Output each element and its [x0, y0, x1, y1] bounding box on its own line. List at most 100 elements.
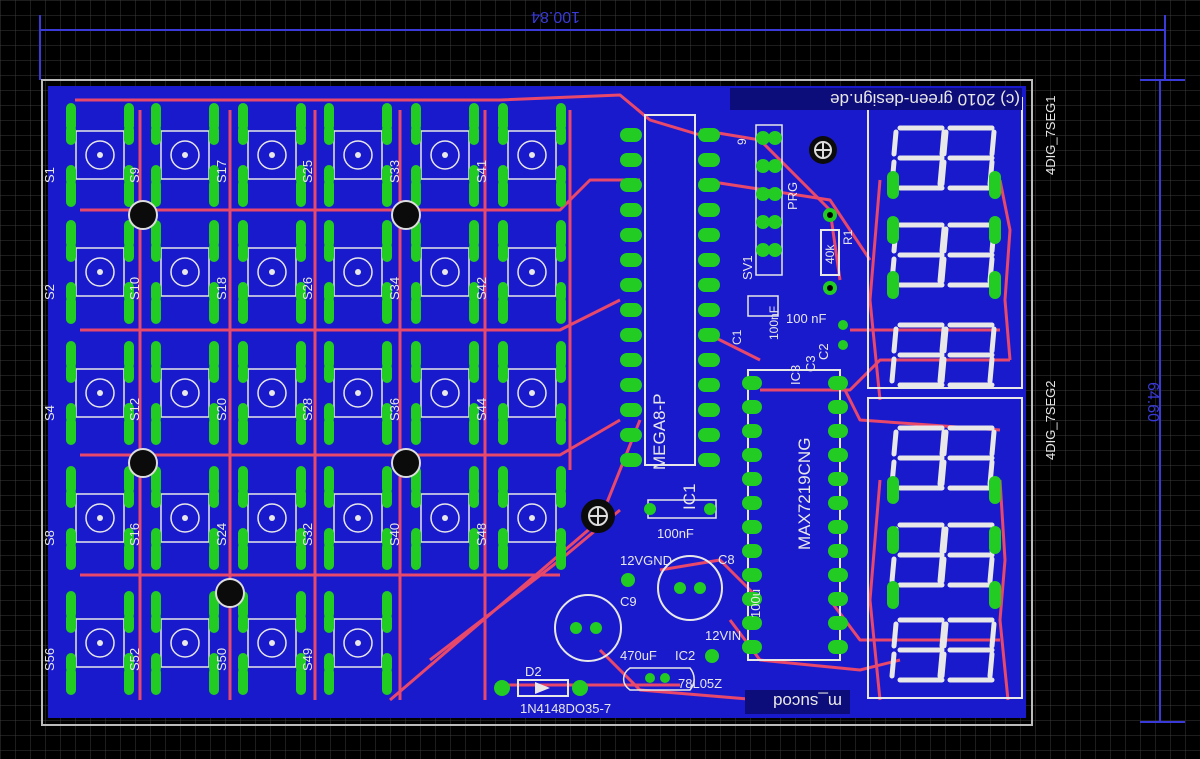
driver-pin-pad	[742, 544, 762, 558]
switch-s32: S32	[300, 466, 392, 570]
r1-ref: R1	[841, 229, 855, 245]
switch-label: S44	[474, 398, 489, 421]
d2-value: 1N4148DO35-7	[520, 701, 611, 716]
switch-s10: S10	[127, 220, 219, 324]
switch-s25: S25	[300, 103, 392, 207]
mounting-hole	[581, 499, 615, 533]
seven-segment-digit	[939, 617, 997, 683]
switch-label: S32	[300, 523, 315, 546]
dimension-height-label: 64.60	[1144, 382, 1161, 422]
switch-s50: S50	[214, 591, 306, 695]
switch-label: S24	[214, 523, 229, 546]
header-pin-pad	[756, 215, 770, 229]
switch-label: S4	[42, 405, 57, 421]
header-pin-pad	[756, 187, 770, 201]
switch-s28: S28	[300, 341, 392, 445]
switch-label: S40	[387, 523, 402, 546]
mcu-pin-pad	[620, 353, 642, 367]
driver-pin-pad	[742, 568, 762, 582]
capacitor-c8: C8 100u	[657, 552, 763, 621]
mcu-pin-pad	[698, 178, 720, 192]
switch-label: S17	[214, 160, 229, 183]
driver-pin-pad	[742, 400, 762, 414]
c8-ref: C8	[718, 552, 735, 567]
c8-value: 100u	[748, 589, 763, 618]
mcu-pin-pad	[698, 278, 720, 292]
switch-s16: S16	[127, 466, 219, 570]
switch-label: S28	[300, 398, 315, 421]
mcu-pin-pad	[620, 328, 642, 342]
driver-pin-pad	[742, 592, 762, 606]
header-pin-pad	[768, 159, 782, 173]
switch-s20: S20	[214, 341, 306, 445]
c9-value: 470uF	[620, 648, 657, 663]
mcu-pin-pad	[620, 278, 642, 292]
mcu-pin-pad	[620, 253, 642, 267]
display-pin-pad	[887, 581, 899, 609]
mcu-pin-pad	[620, 453, 642, 467]
switch-s17: S17	[214, 103, 306, 207]
driver-pin-pad	[742, 448, 762, 462]
header-pin-mark: 9	[735, 138, 749, 145]
switch-label: S52	[127, 648, 142, 671]
switch-s42: S42	[474, 220, 566, 324]
mcu-pin-pad	[620, 203, 642, 217]
c9-ref: C9	[620, 594, 637, 609]
driver-pin-pad	[828, 400, 848, 414]
display-pin-pad	[989, 171, 1001, 199]
header-label: PRG	[785, 182, 800, 210]
diode-matrix-junctions	[128, 200, 421, 608]
mcu-pin-pad	[620, 303, 642, 317]
display-pin-pad	[989, 271, 1001, 299]
svg-text:(c) 2010 green-design.de: (c) 2010 green-design.de	[830, 90, 1020, 109]
switch-label: S25	[300, 160, 315, 183]
display-pin-pad	[989, 216, 1001, 244]
mcu-pin-pad	[698, 403, 720, 417]
driver-pin-pad	[828, 568, 848, 582]
programming-header: SV1 PRG 9	[735, 124, 800, 280]
driver-pin-pad	[828, 592, 848, 606]
mcu-pin-pad	[698, 378, 720, 392]
regulator-ic2: IC2 78L05Z	[622, 648, 722, 691]
driver-pin-pad	[742, 424, 762, 438]
copyright-text: (c) 2010 green-design.de	[730, 88, 1022, 110]
driver-pin-pad	[742, 520, 762, 534]
switch-s56: S56	[42, 591, 134, 695]
switch-s36: S36	[387, 341, 479, 445]
display-pin-pad	[887, 171, 899, 199]
header-pin-pad	[768, 243, 782, 257]
switch-s2: S2	[42, 220, 134, 324]
display-pin-pad	[887, 271, 899, 299]
switch-s41: S41	[474, 103, 566, 207]
switch-label: S1	[42, 167, 57, 183]
mcu-pin-pad	[620, 378, 642, 392]
driver-pin-pad	[742, 376, 762, 390]
mounting-hole	[809, 136, 837, 164]
driver-pin-pad	[828, 472, 848, 486]
ic1: IC1 100nF	[644, 484, 717, 541]
pad-12v-in	[705, 649, 719, 663]
driver-pin-pad	[828, 640, 848, 654]
capacitor-c1: 100nF C1	[730, 295, 781, 345]
switch-s9: S9	[127, 103, 219, 207]
switch-label: S16	[127, 523, 142, 546]
display-driver-chip: MAX7219CNG	[742, 369, 848, 661]
driver-pin-pad	[828, 544, 848, 558]
driver-pin-pad	[828, 520, 848, 534]
board-outline	[41, 79, 1033, 726]
display-pin-pad	[887, 476, 899, 504]
display-pin-pad	[989, 581, 1001, 609]
switch-s24: S24	[214, 466, 306, 570]
capacitor-c9: C9 470uF	[554, 594, 657, 663]
traces	[75, 93, 1012, 702]
mcu-pin-pad	[698, 428, 720, 442]
display1-ref: 4DIG_7SEG1	[1043, 96, 1058, 176]
seven-segment-digit	[939, 425, 997, 491]
switch-s1: S1	[42, 103, 134, 207]
switch-s52: S52	[127, 591, 219, 695]
mcu-pin-pad	[698, 128, 720, 142]
resistor-r1: 40k R1	[820, 208, 855, 295]
mcu-label: MEGA8-P	[650, 393, 669, 470]
